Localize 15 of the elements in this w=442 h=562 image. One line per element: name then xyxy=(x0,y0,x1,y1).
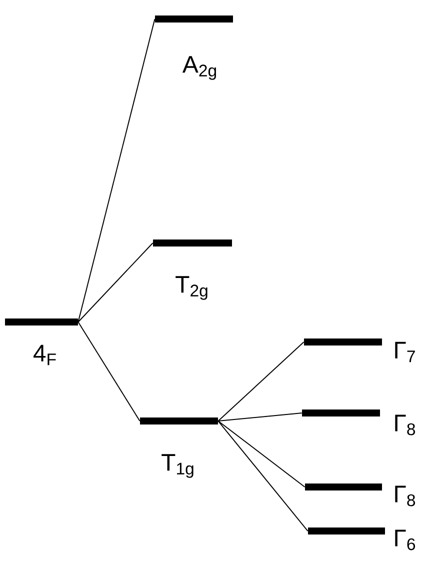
connector-line xyxy=(218,412,302,422)
level-label: Γ$_{8}$ xyxy=(395,414,416,436)
level-label: A$_{2g}$ xyxy=(182,56,216,80)
level-label: Γ$_{6}$ xyxy=(395,530,416,550)
connector-line xyxy=(78,242,154,322)
level-label: 4$_{F}$ xyxy=(34,344,56,366)
connector-line xyxy=(78,322,140,422)
level-label: T$_{1g}$ xyxy=(162,454,194,478)
level-label: Γ$_{7}$ xyxy=(395,342,415,362)
level-label: Γ$_{8}$ xyxy=(395,486,416,506)
connector-line xyxy=(218,420,306,488)
connector-line xyxy=(218,420,308,532)
connector-line xyxy=(218,342,304,422)
level-label: T$_{2g}$ xyxy=(176,276,208,300)
connector-line xyxy=(78,18,156,322)
